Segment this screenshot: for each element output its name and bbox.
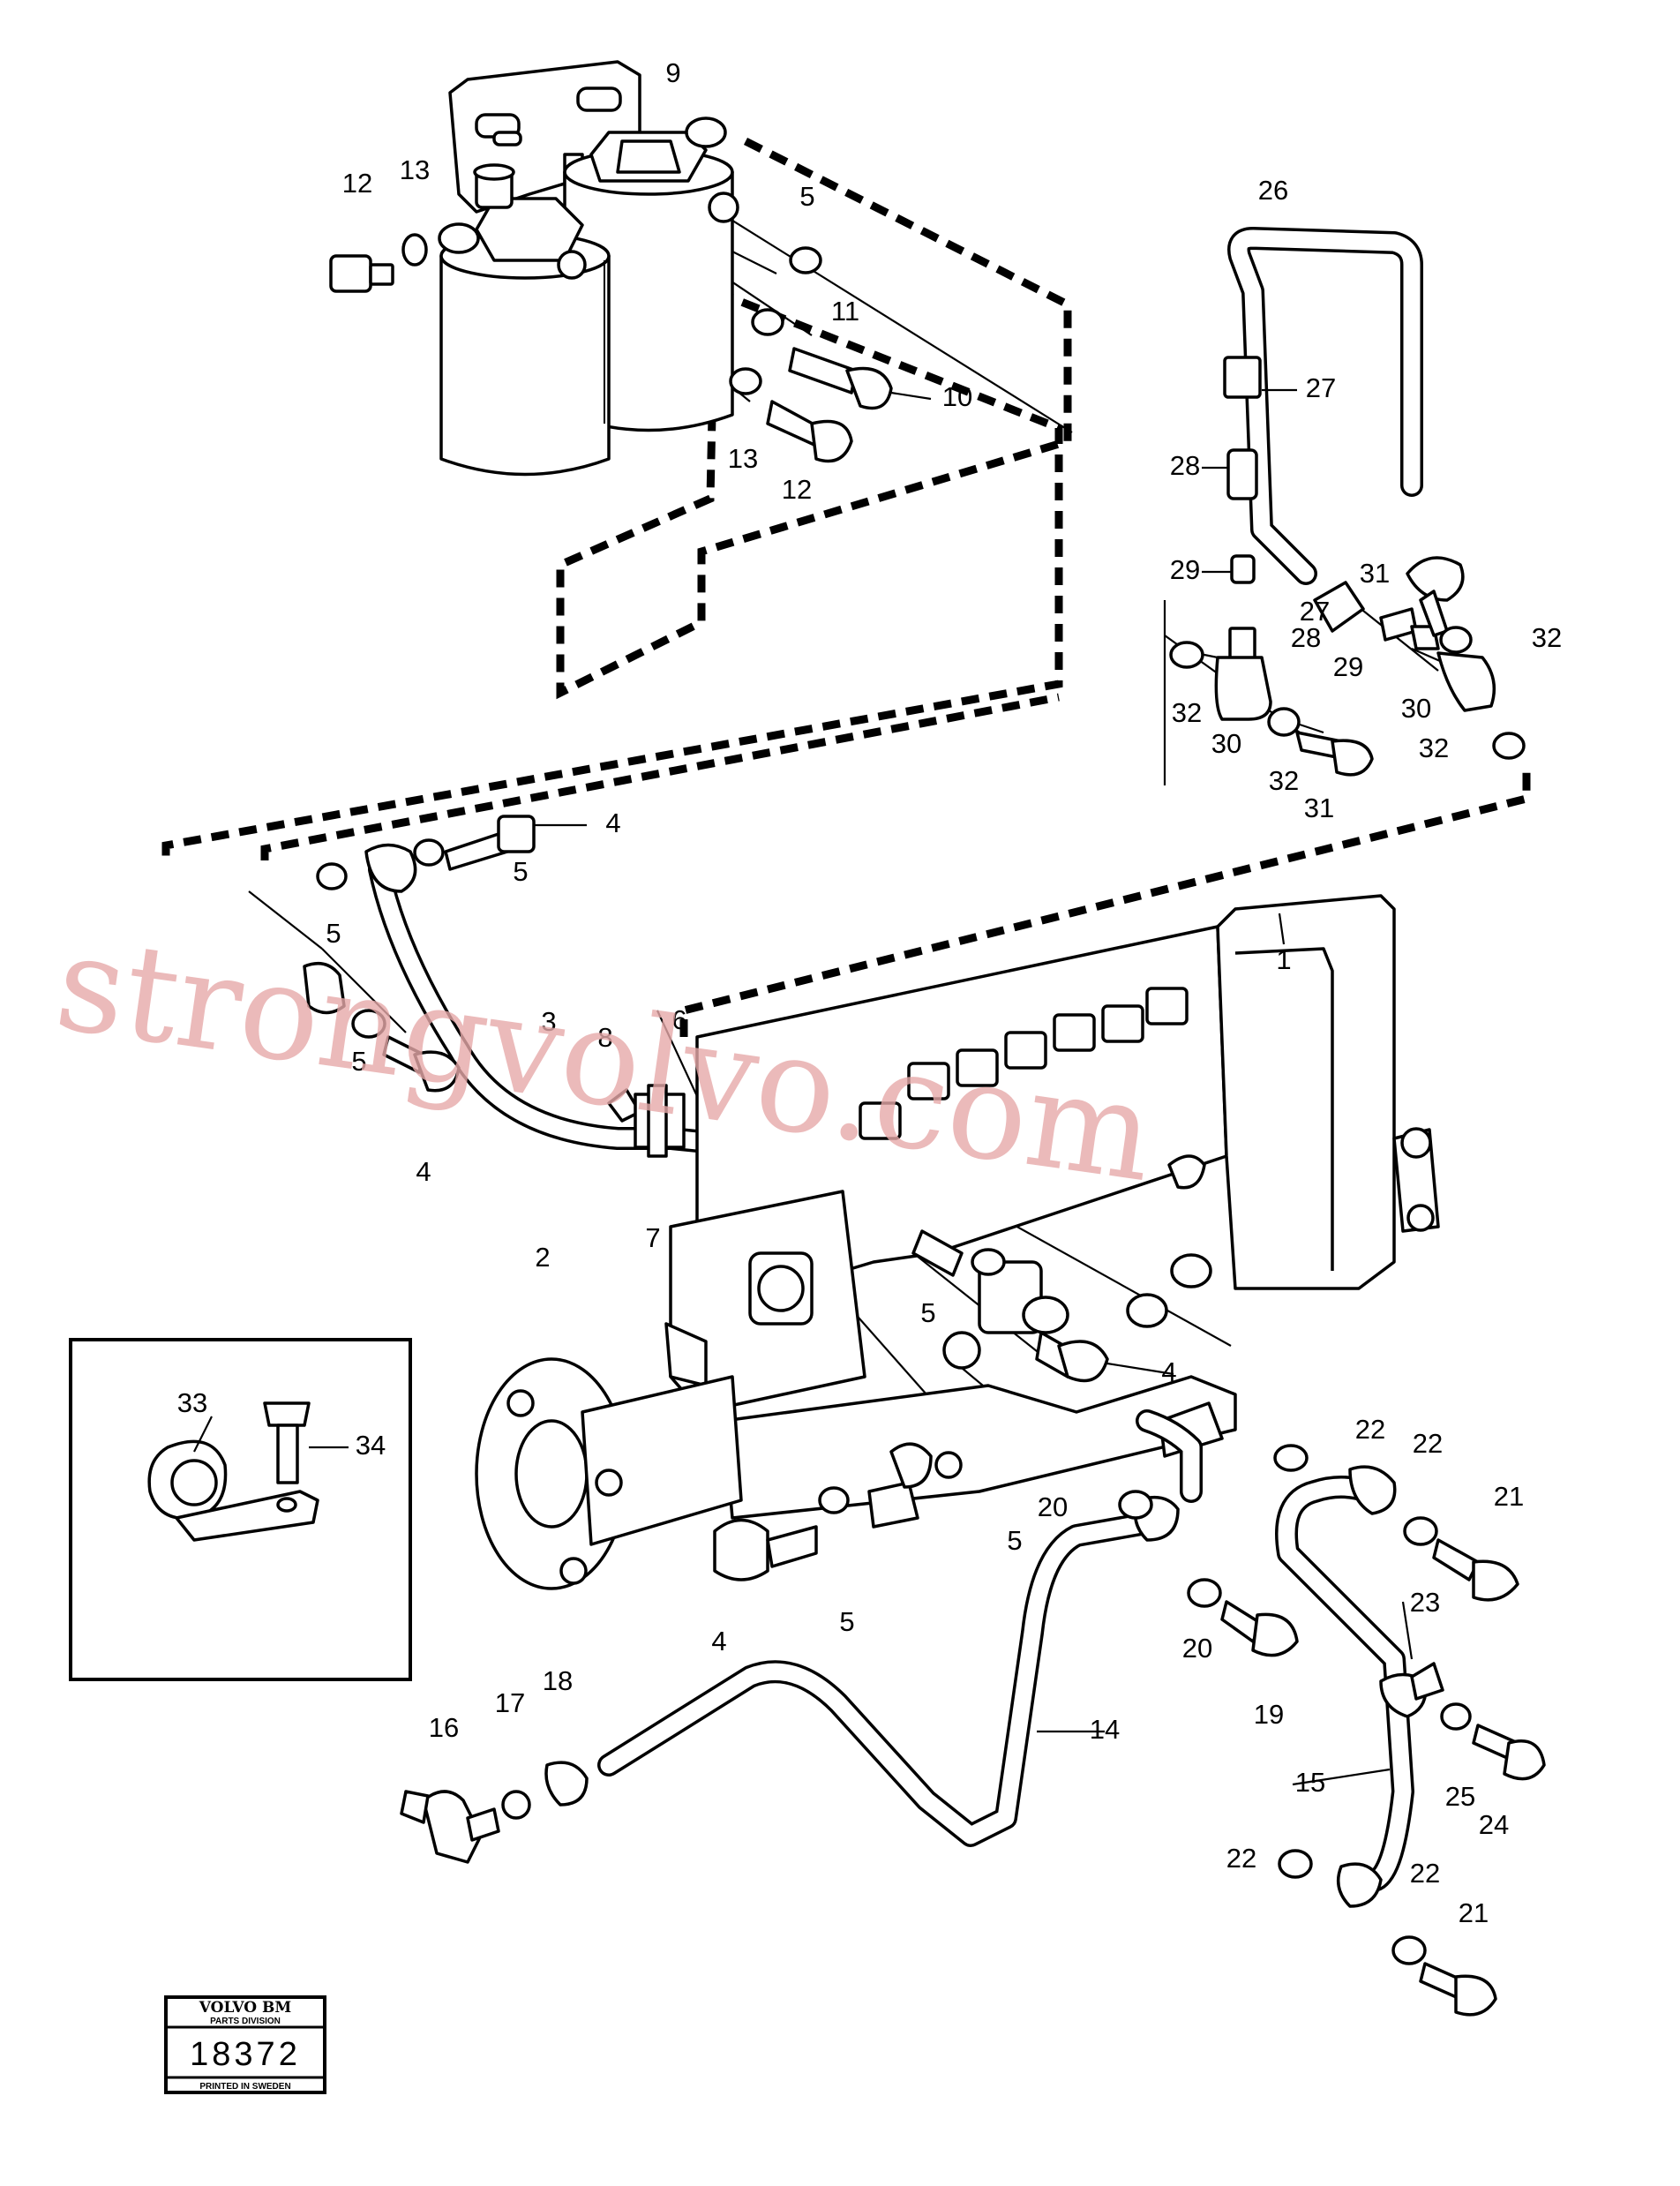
callout-labels: 9 12 13 5 11 10 13 12 26 27 28 29 31 27 … (177, 57, 1562, 1928)
dashed-route-filter-to-pump (161, 137, 1072, 860)
callout-4: 4 (1161, 1356, 1176, 1387)
callout-4: 4 (605, 808, 620, 838)
callout-28: 28 (1170, 450, 1200, 481)
callout-21: 21 (1459, 1897, 1489, 1928)
callout-31: 31 (1304, 793, 1334, 823)
callout-3: 3 (541, 1006, 556, 1037)
stamp-brand: VOLVO BM (199, 1999, 292, 2017)
callout-30: 30 (1401, 693, 1431, 724)
callout-26: 26 (1258, 175, 1288, 206)
callout-32: 32 (1419, 732, 1449, 763)
callout-13: 13 (728, 443, 758, 474)
stamp-printed: PRINTED IN SWEDEN (199, 2082, 290, 2092)
return-pipe-assembly (400, 1409, 1299, 1864)
callout-12: 12 (342, 168, 372, 199)
callout-4: 4 (711, 1626, 726, 1656)
watermark-text: strongvolvo.com (48, 906, 1163, 1212)
callout-22: 22 (1355, 1414, 1385, 1445)
callout-23: 23 (1410, 1587, 1440, 1618)
callout-5: 5 (351, 1046, 366, 1077)
callout-28: 28 (1291, 622, 1321, 653)
callout-9: 9 (665, 57, 680, 88)
callout-10: 10 (942, 381, 972, 412)
callout-4: 4 (416, 1156, 431, 1187)
callout-22: 22 (1410, 1858, 1440, 1889)
callout-27: 27 (1306, 372, 1336, 403)
callout-32: 32 (1269, 765, 1299, 796)
callout-5: 5 (513, 856, 528, 887)
bleed-pipe-assembly (1169, 227, 1526, 777)
callout-5: 5 (1007, 1525, 1022, 1556)
callout-18: 18 (543, 1665, 573, 1696)
callout-22: 22 (1413, 1428, 1443, 1459)
stamp-division: PARTS DIVISION (210, 2017, 281, 2026)
callout-6: 6 (671, 1004, 686, 1035)
callout-8: 8 (597, 1022, 612, 1053)
callout-34: 34 (356, 1430, 386, 1461)
callout-5: 5 (326, 918, 341, 949)
injection-pump (475, 894, 1440, 1590)
callout-30: 30 (1211, 728, 1241, 759)
callout-2: 2 (535, 1242, 550, 1273)
callout-29: 29 (1333, 651, 1363, 682)
callout-20: 20 (1182, 1633, 1212, 1664)
callout-32: 32 (1532, 622, 1562, 653)
callout-5: 5 (799, 181, 814, 212)
callout-14: 14 (1090, 1714, 1120, 1745)
callout-31: 31 (1360, 558, 1390, 589)
callout-1: 1 (1276, 944, 1291, 975)
delivery-valves (859, 987, 1189, 1140)
fuel-filter-assembly (438, 60, 739, 477)
callout-13: 13 (400, 154, 430, 185)
callout-29: 29 (1170, 554, 1200, 585)
overflow-pipe-assembly (1273, 1444, 1546, 2017)
callout-5: 5 (839, 1606, 854, 1637)
callout-20: 20 (1038, 1491, 1068, 1522)
dashed-route-pump-to-fitting (679, 772, 1531, 1037)
stamp-number: 18372 (190, 2036, 301, 2073)
clamp-detail-inset (69, 1338, 412, 1681)
callout-22: 22 (1226, 1843, 1256, 1874)
callout-21: 21 (1494, 1481, 1524, 1512)
callout-16: 16 (429, 1712, 459, 1743)
callout-25: 25 (1445, 1781, 1475, 1812)
callout-5: 5 (920, 1297, 935, 1328)
callout-12: 12 (782, 474, 812, 505)
callout-27: 27 (1300, 596, 1330, 627)
filter-fasteners (329, 233, 893, 463)
volvo-bm-stamp: VOLVO BM PARTS DIVISION 18372 PRINTED IN… (164, 1995, 326, 2094)
callout-33: 33 (177, 1387, 207, 1418)
callout-7: 7 (645, 1222, 660, 1253)
callout-24: 24 (1479, 1809, 1509, 1840)
callout-11: 11 (831, 296, 859, 327)
callout-17: 17 (495, 1687, 525, 1718)
callout-32: 32 (1172, 697, 1202, 728)
callout-19: 19 (1254, 1699, 1284, 1730)
